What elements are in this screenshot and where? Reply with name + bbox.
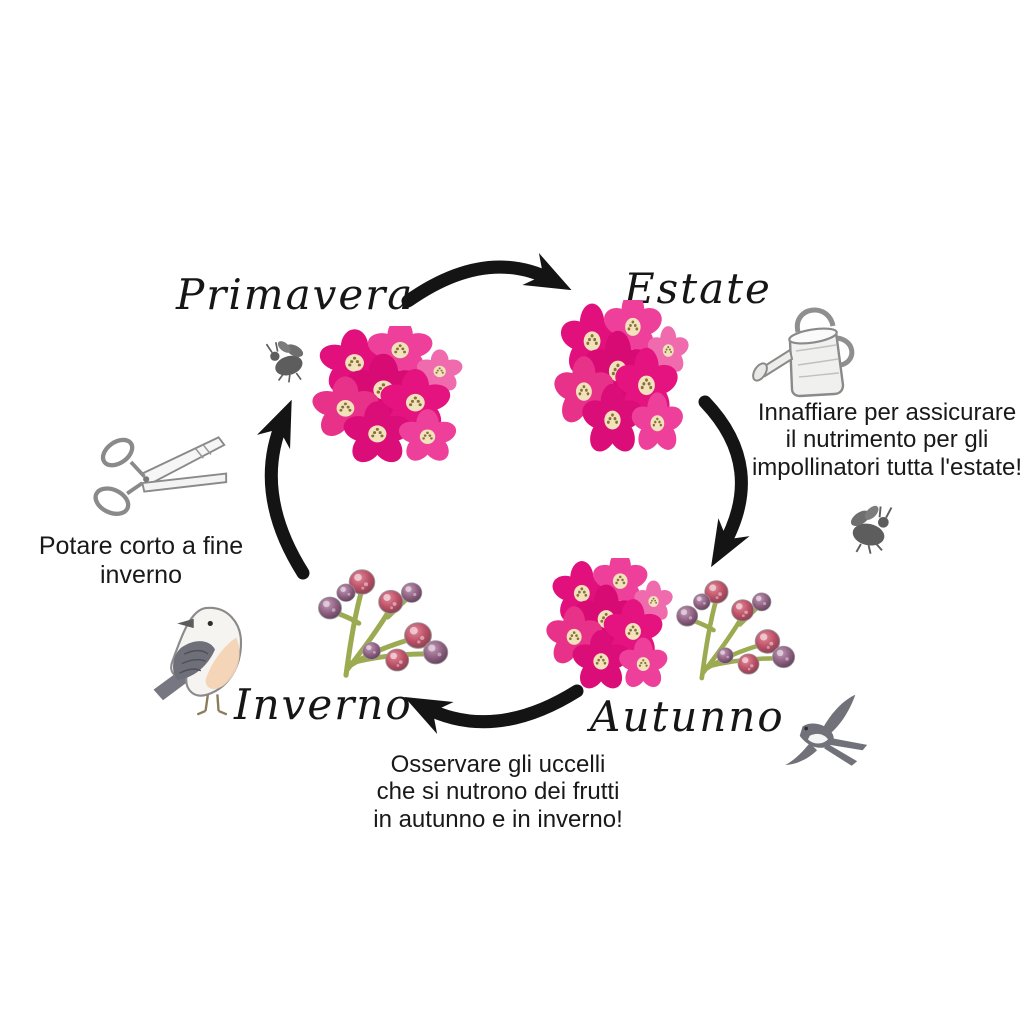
arrow-estate-to-autunno-icon xyxy=(698,395,750,568)
note-inverno-pruning: Potare corto a fine inverno xyxy=(38,532,244,589)
rose-flower-cluster-estate-icon xyxy=(554,300,690,458)
season-label-inverno: Inverno xyxy=(234,680,413,729)
rose-flower-cluster-primavera-icon xyxy=(312,326,464,468)
note-estate-watering: Innaffiare per assicurare il nutrimento … xyxy=(751,399,1023,481)
arrow-autunno-to-inverno-icon xyxy=(404,684,584,734)
rosehip-berry-cluster-inverno-icon xyxy=(298,556,458,686)
arrow-primavera-to-estate-icon xyxy=(401,253,572,308)
bee-icon xyxy=(265,338,306,384)
season-label-autunno: Autunno xyxy=(590,692,785,741)
bee-icon xyxy=(845,500,897,557)
season-label-estate: Estate xyxy=(624,264,772,313)
rose-flower-cluster-autunno-icon xyxy=(546,558,674,694)
arrow-inverno-to-primavera-icon xyxy=(256,399,310,580)
scissors-icon xyxy=(82,424,237,524)
season-label-primavera: Primavera xyxy=(176,270,415,319)
swallow-bird-icon xyxy=(785,694,868,766)
robin-bird-icon xyxy=(152,606,243,716)
rosehip-berry-cluster-autunno-icon xyxy=(658,568,804,688)
note-autunno-birds: Osservare gli uccelli che si nutrono dei… xyxy=(373,751,623,833)
watering-can-icon xyxy=(736,298,856,410)
